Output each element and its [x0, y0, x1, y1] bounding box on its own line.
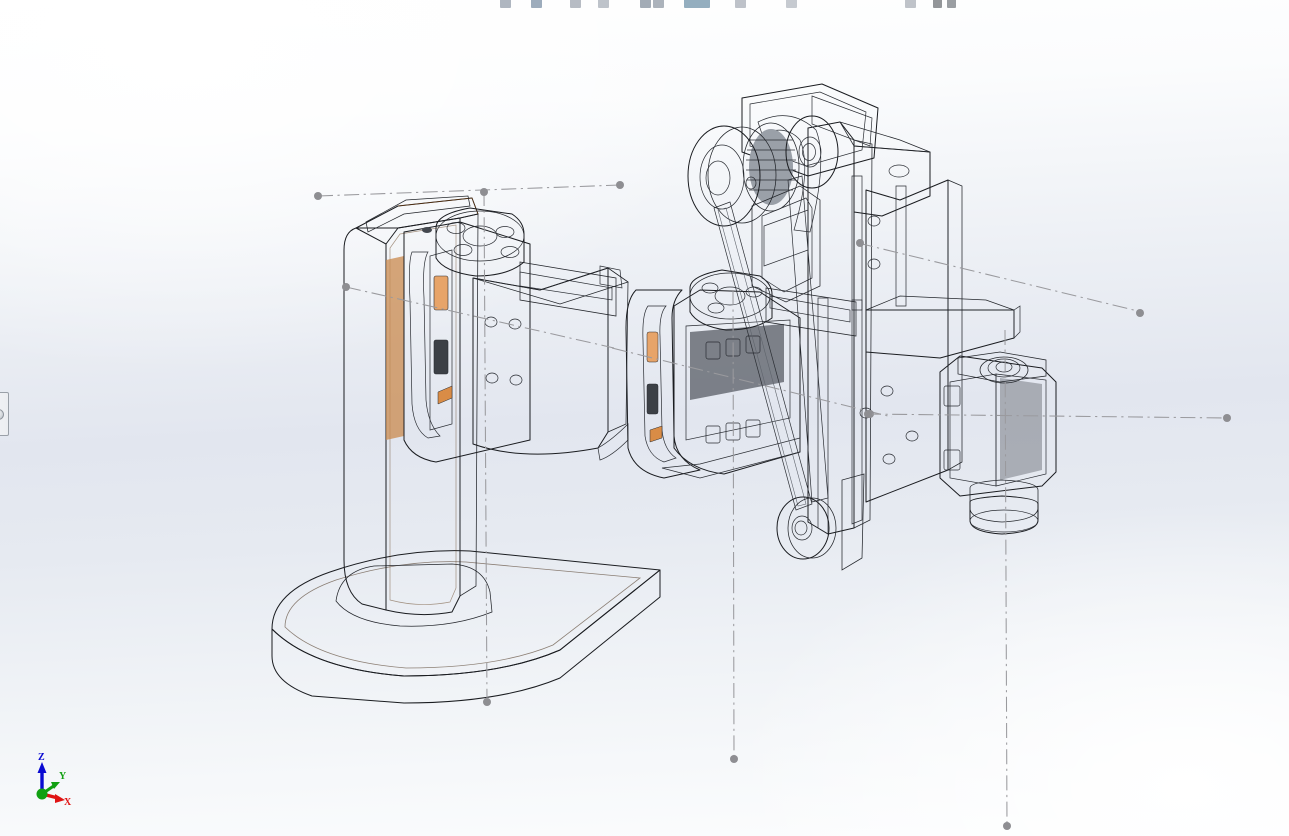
elbow-bracket-screws: [859, 215, 919, 465]
smart-dimension-icon[interactable]: [531, 0, 542, 8]
guide-rod-lower-left: [817, 297, 829, 535]
centerlines: [314, 181, 1231, 830]
shoulder-servo[interactable]: [403, 207, 623, 463]
feature-manager-collapsed-edge[interactable]: [0, 392, 9, 436]
hole-wizard-icon[interactable]: [653, 0, 664, 8]
upper-pulley: [687, 125, 777, 227]
elbow-servo[interactable]: [625, 269, 857, 479]
wrist-servo[interactable]: [939, 351, 1057, 535]
instant3d-icon[interactable]: [947, 0, 956, 8]
right-pulley: [785, 115, 839, 189]
guide-rods[interactable]: [817, 175, 907, 535]
blue-belt: [757, 115, 822, 233]
fillet-icon[interactable]: [684, 0, 710, 8]
curves-icon[interactable]: [933, 0, 942, 8]
sketch-icon[interactable]: [500, 0, 511, 8]
bracket-screws: [484, 316, 523, 386]
belt-drive-assembly[interactable]: [687, 83, 879, 303]
extrude-cut-icon[interactable]: [640, 0, 651, 8]
shoulder-bracket[interactable]: [472, 267, 629, 461]
lower-pulley[interactable]: [776, 496, 837, 560]
toothed-gear: [742, 122, 800, 212]
triad-label-x: X: [64, 797, 72, 808]
extrude-boss-icon[interactable]: [570, 0, 581, 8]
triad-origin: [36, 788, 48, 800]
guide-rod-lower-right: [851, 299, 863, 525]
elbow-bracket[interactable]: [807, 121, 1021, 571]
triad-label-z: Z: [38, 752, 45, 763]
command-toolbar-sliver[interactable]: [0, 0, 1289, 9]
timing-belt[interactable]: [713, 175, 829, 511]
view-orientation-triad[interactable]: Z Y X: [24, 752, 96, 816]
reference-geometry-icon[interactable]: [905, 0, 916, 8]
base-plate[interactable]: [271, 550, 661, 704]
guide-rod-right: [895, 185, 907, 307]
rib-icon[interactable]: [786, 0, 797, 8]
revolve-boss-icon[interactable]: [598, 0, 609, 8]
triad-label-y: Y: [59, 771, 67, 782]
linear-pattern-icon[interactable]: [735, 0, 746, 8]
vertical-column[interactable]: [343, 195, 479, 616]
triad-axis-z: Z: [37, 752, 47, 794]
